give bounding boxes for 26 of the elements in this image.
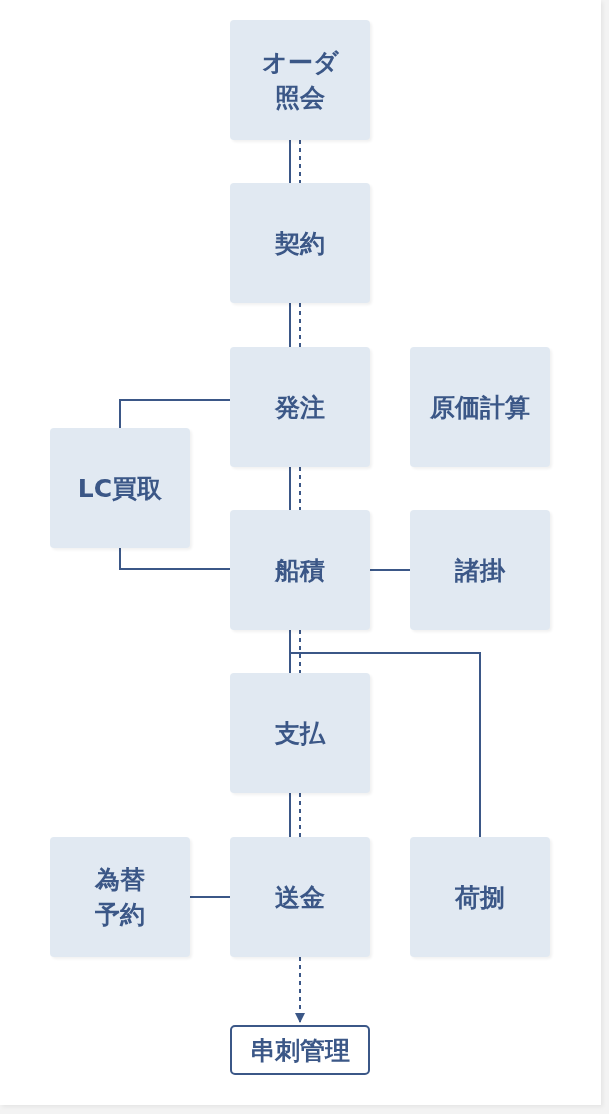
output-box: 串刺管理	[230, 1025, 370, 1075]
connector-line	[289, 466, 291, 511]
process-box: LC買取	[50, 428, 190, 548]
process-box: オーダ照会	[230, 20, 370, 140]
connector-line	[289, 302, 291, 348]
connector-line	[299, 302, 301, 348]
connector-line	[289, 792, 291, 838]
connector-line	[299, 629, 301, 674]
process-box: 契約	[230, 183, 370, 303]
process-box: 船積	[230, 510, 370, 630]
process-box: 荷捌	[410, 837, 550, 957]
process-box: 送金	[230, 837, 370, 957]
process-box: 発注	[230, 347, 370, 467]
connector-line	[289, 139, 291, 184]
connector-line	[119, 547, 231, 570]
connector-line	[299, 466, 301, 511]
connector-line	[189, 896, 231, 898]
connector-line	[119, 399, 231, 429]
process-box: 諸掛	[410, 510, 550, 630]
connector-line	[299, 139, 301, 184]
process-box: 為替予約	[50, 837, 190, 957]
arrow	[295, 956, 305, 1023]
connector-line	[299, 792, 301, 838]
process-box: 支払	[230, 673, 370, 793]
process-box: 原価計算	[410, 347, 550, 467]
connector-line	[369, 569, 411, 571]
